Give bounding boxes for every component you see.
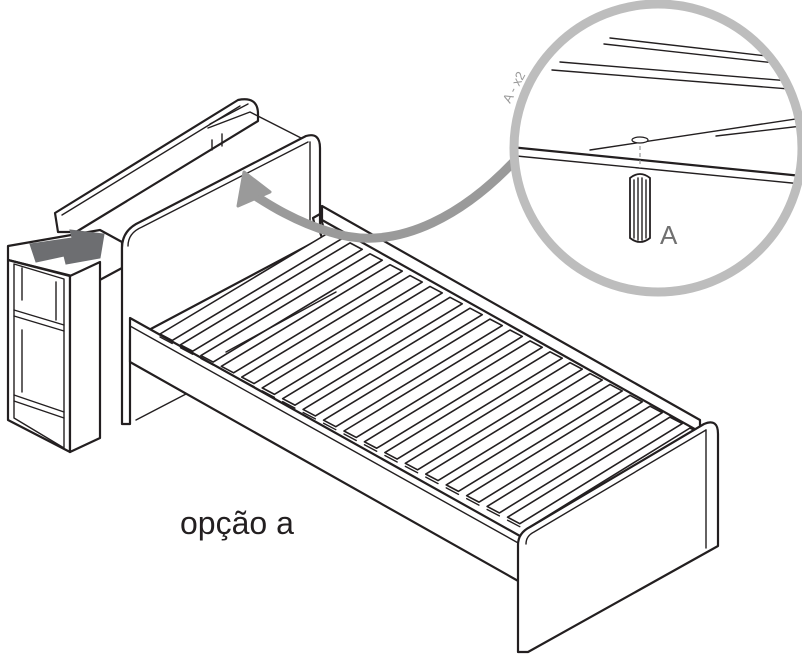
slat-edge (404, 465, 419, 474)
slat-edge (445, 487, 460, 496)
slat (179, 242, 364, 353)
slat (343, 329, 524, 439)
slat (445, 383, 624, 493)
slat-edge (220, 368, 235, 377)
slat-edge (281, 400, 296, 409)
slat-edge (322, 422, 337, 431)
center-support-rail (225, 291, 337, 353)
slat (322, 318, 504, 428)
slat-edge (384, 454, 398, 463)
curved-arrow-icon (236, 150, 525, 243)
slat-edge (465, 497, 480, 506)
slat (363, 340, 544, 450)
slat (404, 361, 584, 471)
slat-edge (302, 411, 317, 420)
bookcase-headboard (53, 98, 306, 234)
dowel-part-a (629, 173, 651, 243)
slat-edge (200, 357, 214, 366)
side-shelf-unit (6, 228, 124, 454)
slat (200, 252, 384, 363)
slat (302, 307, 484, 417)
slat-edge (425, 476, 439, 485)
slat-edge (159, 336, 173, 345)
slat (281, 296, 464, 406)
slat-edge (343, 433, 357, 442)
block-arrow-right-icon (29, 229, 105, 265)
slat (506, 416, 684, 525)
slat (486, 405, 664, 514)
slat (384, 350, 564, 460)
slat (424, 372, 604, 482)
slat-edge (486, 508, 501, 517)
footboard-panel (516, 421, 720, 654)
slat-edge (261, 390, 276, 399)
detail-zoom-circle (509, 0, 802, 297)
slat-edge (506, 519, 521, 528)
slat (220, 263, 404, 374)
slat (240, 274, 424, 385)
slat (261, 285, 444, 396)
part-label: A (660, 220, 678, 250)
slat-edge (363, 444, 378, 452)
option-caption: opção a (180, 505, 294, 541)
slat (465, 394, 644, 503)
slat-edge (179, 347, 194, 355)
slat-edge (241, 379, 255, 388)
